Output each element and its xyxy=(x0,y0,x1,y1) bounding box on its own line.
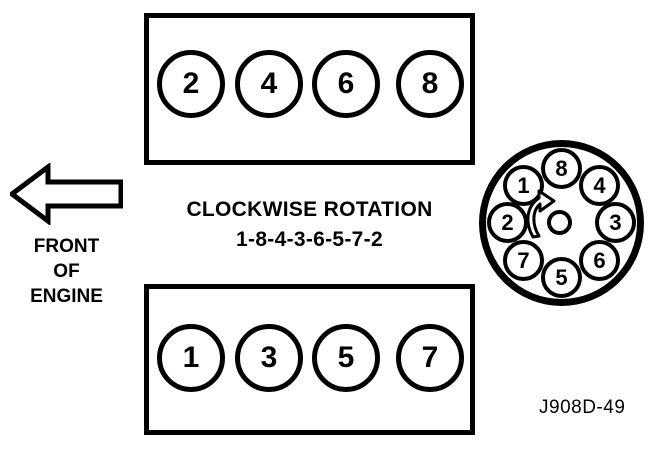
cylinder-circle: 4 xyxy=(235,50,303,118)
distributor-terminal: 2 xyxy=(487,202,528,243)
cylinder-circle: 8 xyxy=(396,50,464,118)
terminal-number: 5 xyxy=(555,264,568,290)
distributor-terminal: 1 xyxy=(503,165,544,206)
reference-code: J908D-49 xyxy=(539,397,626,418)
rotation-title: CLOCKWISE ROTATION xyxy=(186,198,433,221)
terminal-number: 1 xyxy=(517,172,530,198)
cylinder-number: 7 xyxy=(421,341,439,374)
terminal-number: 8 xyxy=(555,155,568,181)
cylinder-number: 1 xyxy=(182,341,200,374)
rotor-shaft-hub xyxy=(547,210,572,235)
front-label-line-3: ENGINE xyxy=(30,286,103,308)
distributor-terminal: 6 xyxy=(579,240,620,281)
left-block-arrow-icon xyxy=(10,163,123,225)
terminal-number: 7 xyxy=(517,247,530,273)
front-label-line-1: FRONT xyxy=(33,236,100,257)
cylinder-number: 3 xyxy=(260,341,278,374)
terminal-number: 2 xyxy=(501,209,514,235)
cylinder-number: 8 xyxy=(421,67,439,100)
front-of-engine-label: FRONT OF ENGINE xyxy=(4,234,129,309)
distributor-terminal: 3 xyxy=(595,202,636,243)
cylinder-circle: 3 xyxy=(235,324,303,392)
cylinder-number: 6 xyxy=(337,67,355,100)
distributor-terminal: 5 xyxy=(541,257,582,298)
cylinder-circle: 1 xyxy=(157,324,225,392)
cylinder-circle: 5 xyxy=(312,324,380,392)
terminal-number: 4 xyxy=(593,172,606,198)
terminal-number: 3 xyxy=(609,209,622,235)
rotation-text-block: CLOCKWISE ROTATION 1-8-4-3-6-5-7-2 xyxy=(144,198,475,252)
distributor-terminal: 4 xyxy=(579,165,620,206)
cylinder-number: 5 xyxy=(337,341,355,374)
terminal-number: 6 xyxy=(593,247,606,273)
cylinder-circle: 2 xyxy=(157,50,225,118)
cylinder-circle: 6 xyxy=(312,50,380,118)
distributor-cap: 8 4 3 6 5 7 2 1 xyxy=(479,140,644,306)
cylinder-number: 2 xyxy=(182,67,200,100)
cylinder-circle: 7 xyxy=(396,324,464,392)
cylinder-number: 4 xyxy=(260,67,278,100)
front-label-line-2: OF xyxy=(53,261,80,283)
distributor-terminal: 7 xyxy=(503,240,544,281)
firing-order-sequence: 1-8-4-3-6-5-7-2 xyxy=(236,228,383,251)
distributor-terminal: 8 xyxy=(541,148,582,189)
clockwise-rotation-arrow-icon xyxy=(526,189,556,239)
